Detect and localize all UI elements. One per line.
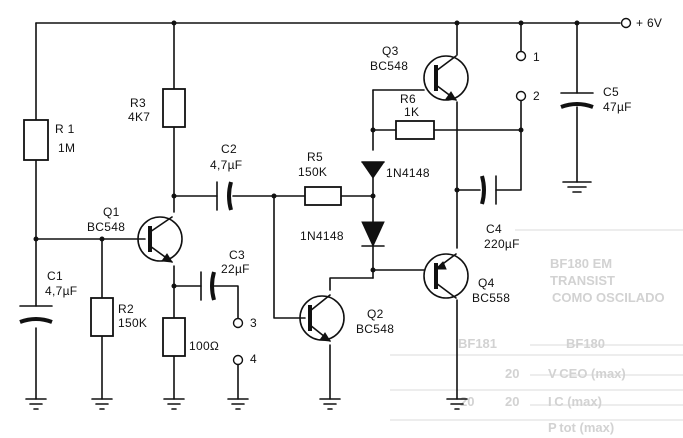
bleed-line-2: TRANSIST xyxy=(550,273,615,288)
terminal-3-label: 3 xyxy=(250,316,257,330)
ground-symbols xyxy=(25,181,592,410)
c1-value: 4,7µF xyxy=(45,284,77,298)
d2-type: 1N4148 xyxy=(300,229,344,243)
r2-ref: R2 xyxy=(118,302,134,316)
transistor-q4: Q4 BC558 xyxy=(423,253,510,305)
terminal-4: 4 xyxy=(232,352,257,366)
r6-ref: R6 xyxy=(400,92,416,106)
q2-ref: Q2 xyxy=(367,307,384,321)
ground-symbol xyxy=(91,398,113,410)
capacitor-c1: C1 4,7µF xyxy=(19,269,77,324)
ground-symbol xyxy=(227,398,249,410)
c2-value: 4,7µF xyxy=(210,158,242,172)
r5-value: 150K xyxy=(298,165,327,179)
q4-ref: Q4 xyxy=(478,276,495,290)
r3-ref: R3 xyxy=(130,96,146,110)
junctions xyxy=(33,20,580,289)
c1-ref: C1 xyxy=(47,269,63,283)
r1-ref: R 1 xyxy=(55,122,75,136)
bleed-ptot: P tot (max) xyxy=(548,420,614,435)
c4-value: 220µF xyxy=(484,237,520,251)
bleed-row-2: BF181 xyxy=(458,336,497,351)
resistor-r2: R2 150K xyxy=(90,297,147,337)
bleed-num-2: 20 xyxy=(505,394,519,409)
ground-symbol xyxy=(446,398,468,410)
q3-ref: Q3 xyxy=(382,44,399,58)
supply-terminal: + 6V xyxy=(620,16,662,30)
bleed-num-1: 20 xyxy=(505,366,519,381)
ground-symbol xyxy=(319,398,341,410)
r6-value: 1K xyxy=(404,105,419,119)
diode-d2: 1N4148 xyxy=(300,221,385,248)
c5-ref: C5 xyxy=(603,85,619,99)
transistor-q3: Q3 BC548 xyxy=(370,44,469,101)
bleed-line-1: BF180 EM xyxy=(550,256,612,271)
c3-ref: C3 xyxy=(229,248,245,262)
resistor-r5: R5 150K xyxy=(298,150,342,206)
transistor-q1: Q1 BC548 xyxy=(87,205,183,263)
q4-type: BC558 xyxy=(472,291,510,305)
r3-value: 4K7 xyxy=(128,110,150,124)
capacitor-c4: C4 220µF xyxy=(480,175,520,251)
c5-value: 47µF xyxy=(603,100,632,114)
capacitor-c5: C5 47µF xyxy=(560,85,632,114)
terminal-4-label: 4 xyxy=(250,352,257,366)
resistor-r6: R6 1K xyxy=(395,92,435,140)
bleed-vceo: V CEO (max) xyxy=(548,366,626,381)
terminal-2-label: 2 xyxy=(533,89,540,103)
ground-symbol xyxy=(25,398,47,410)
bleed-row-1: BF180 xyxy=(566,336,605,351)
c3-value: 22µF xyxy=(221,262,250,276)
terminal-2: 2 xyxy=(515,89,540,103)
resistor-r4: 100Ω xyxy=(162,317,219,357)
q2-type: BC548 xyxy=(356,322,394,336)
c4-ref: C4 xyxy=(486,222,502,236)
terminal-1: 1 xyxy=(515,50,540,64)
d1-type: 1N4148 xyxy=(386,166,430,180)
ground-symbol xyxy=(562,181,592,193)
terminal-1-label: 1 xyxy=(533,50,540,64)
q1-ref: Q1 xyxy=(103,205,120,219)
r5-ref: R5 xyxy=(307,150,323,164)
terminal-3: 3 xyxy=(232,316,257,330)
resistor-r3: R3 4K7 xyxy=(128,88,186,128)
ground-symbol xyxy=(163,398,185,410)
q3-type: BC548 xyxy=(370,59,408,73)
bleed-through-text: BF180 EM TRANSIST COMO OSCILADO BF180 BF… xyxy=(390,229,683,435)
q1-type: BC548 xyxy=(87,220,125,234)
bleed-ic: I C (max) xyxy=(548,394,602,409)
bleed-line-3: COMO OSCILADO xyxy=(552,290,665,305)
r1-value: 1M xyxy=(58,141,75,155)
resistor-r1: R 1 1M xyxy=(23,119,75,161)
transistor-q2: Q2 BC548 xyxy=(299,294,394,342)
bleed-num-3: 20 xyxy=(460,394,474,409)
capacitor-c2: C2 4,7µF xyxy=(210,142,242,211)
r2-value: 150K xyxy=(118,316,147,330)
supply-label: + 6V xyxy=(636,16,662,30)
r4-value: 100Ω xyxy=(189,339,219,353)
diode-d1: 1N4148 xyxy=(361,161,430,180)
capacitor-c3: C3 22µF xyxy=(200,248,250,301)
wires xyxy=(35,22,621,400)
c2-ref: C2 xyxy=(221,142,237,156)
